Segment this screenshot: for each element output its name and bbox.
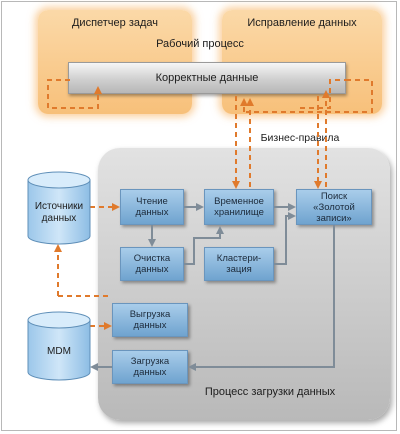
correction-return-arrow [246, 79, 373, 113]
load-data-box: Загрузка данных [112, 350, 188, 384]
task-manager-loop-arrow [47, 79, 102, 109]
cluster-to-golden-arrow [274, 212, 296, 265]
unload-data-label: Выгрузка данных [129, 309, 171, 331]
workflow-dashed-arrows [47, 79, 373, 330]
data-load-process-label: Процесс загрузки данных [204, 386, 336, 398]
unload-data-box: Выгрузка данных [112, 303, 188, 337]
temp-storage-box: Временное хранилище [204, 189, 274, 225]
business-rules-label: Бизнес-правила [260, 132, 340, 144]
task-manager-label: Диспетчер задач [71, 17, 159, 29]
correction-loop-arrow [300, 79, 346, 109]
clean-data-label: Очистка данных [133, 253, 171, 275]
process-flow-arrows [90, 203, 335, 371]
sources-cylinder [27, 171, 91, 245]
sources-label: Источники данных [34, 201, 84, 224]
load-data-label: Загрузка данных [130, 356, 170, 378]
clean-to-temp-arrow [184, 226, 224, 265]
correct-data-bar: Корректные данные [68, 62, 346, 94]
clean-data-box: Очистка данных [120, 247, 184, 281]
correct-data-label: Корректные данные [155, 71, 259, 84]
clustering-label: Кластери- зация [216, 253, 262, 275]
read-data-label: Чтение данных [135, 196, 169, 218]
clustering-box: Кластери- зация [204, 247, 274, 281]
data-correction-label: Исправление данных [247, 17, 357, 29]
golden-record-label: Поиск «Золотой записи» [313, 190, 355, 224]
read-data-box: Чтение данных [120, 189, 184, 225]
golden-record-box: Поиск «Золотой записи» [296, 189, 372, 225]
mdm-cylinder [27, 311, 91, 381]
golden-to-load-arrow [188, 225, 335, 371]
temp-storage-label: Временное хранилище [214, 196, 264, 218]
workflow-label: Рабочий процесс [156, 38, 244, 50]
mdm-label: MDM [47, 346, 71, 357]
